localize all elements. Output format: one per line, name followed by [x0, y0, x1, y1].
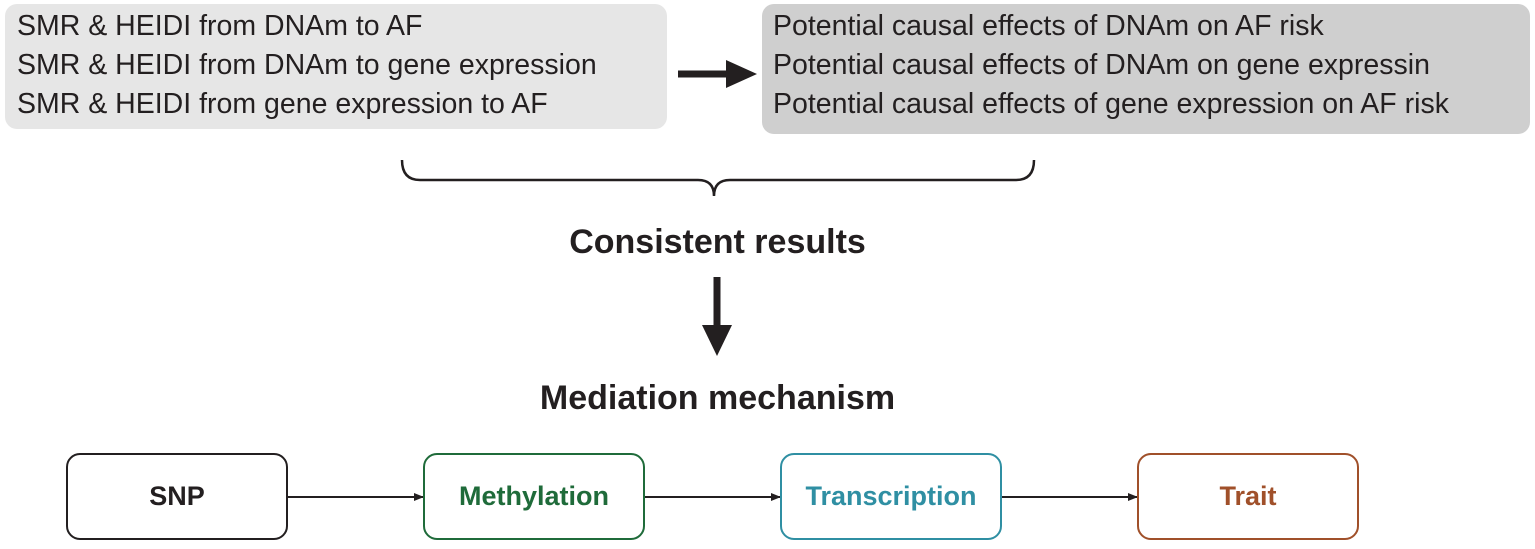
effect-line-3: Potential causal effects of gene express… — [773, 88, 1449, 120]
methylation-node: Methylation — [423, 453, 645, 540]
snp-label: SNP — [149, 481, 205, 511]
trait-node: Trait — [1137, 453, 1359, 540]
snp-node: SNP — [66, 453, 288, 540]
method-line-2: SMR & HEIDI from DNAm to gene expression — [17, 49, 597, 81]
effect-line-2: Potential causal effects of DNAm on gene… — [773, 49, 1430, 81]
method-line-3: SMR & HEIDI from gene expression to AF — [17, 88, 548, 120]
transcription-node: Transcription — [780, 453, 1002, 540]
mediation-mechanism-label: Mediation mechanism — [539, 379, 896, 417]
method-line-1: SMR & HEIDI from DNAm to AF — [17, 10, 423, 42]
consistent-results-label: Consistent results — [569, 223, 866, 261]
curly-brace — [400, 159, 1036, 197]
transcription-label: Transcription — [805, 481, 977, 511]
methods-box: SMR & HEIDI from DNAm to AF SMR & HEIDI … — [5, 4, 667, 129]
trait-label: Trait — [1219, 481, 1277, 511]
effect-line-1: Potential causal effects of DNAm on AF r… — [773, 10, 1324, 42]
effects-box: Potential causal effects of DNAm on AF r… — [762, 4, 1530, 134]
right-arrow-icon — [678, 60, 757, 88]
down-arrow-icon — [702, 277, 732, 356]
methylation-label: Methylation — [458, 481, 609, 511]
